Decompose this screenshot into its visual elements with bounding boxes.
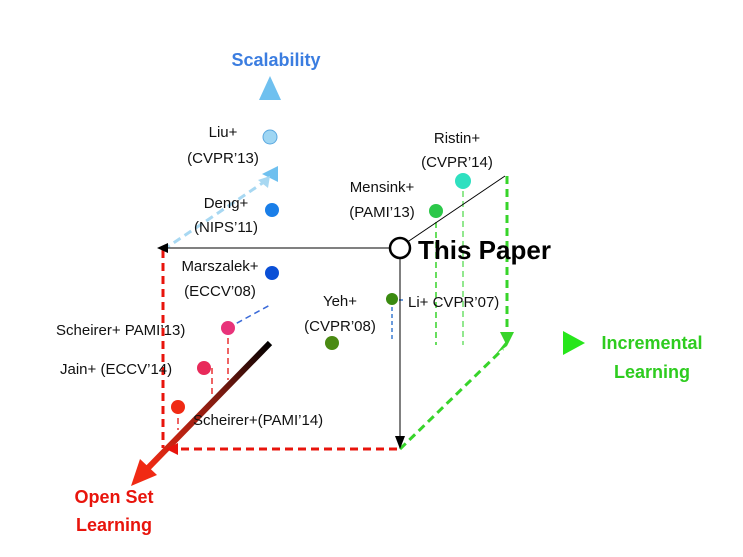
marker-deng — [265, 203, 279, 217]
marker-ristin — [455, 173, 471, 189]
box-edges — [161, 172, 509, 451]
incremental-label-line1: Incremental — [601, 333, 702, 353]
marker-jain — [197, 361, 211, 375]
ristin-label-line1: Ristin+ — [434, 130, 481, 147]
marszalek-label-line2: (ECCV’08) — [184, 283, 256, 300]
yeh-label-line1: Yeh+ — [323, 293, 357, 310]
work-labels: Liu+ (CVPR’13) Deng+ (NIPS’11) Marszalek… — [56, 124, 499, 429]
marker-this-paper — [388, 236, 412, 260]
marker-scheirer14 — [171, 400, 185, 414]
box-arrowheads — [157, 166, 514, 455]
liu-label-line2: (CVPR’13) — [187, 150, 259, 167]
scalability-label: Scalability — [231, 50, 320, 70]
scheirer13-label: Scheirer+ PAMI’13) — [56, 322, 185, 339]
yeh-label-line2: (CVPR’08) — [304, 318, 376, 335]
open-set-label-line1: Open Set — [74, 487, 153, 507]
open-set-label-line2: Learning — [76, 515, 152, 535]
incremental-arrowhead — [563, 331, 585, 355]
incremental-label-line2: Learning — [614, 362, 690, 382]
liu-label-line1: Liu+ — [209, 124, 238, 141]
marker-yeh — [325, 336, 339, 350]
open-set-arrowhead — [131, 459, 157, 486]
mensink-label-line2: (PAMI’13) — [349, 204, 415, 221]
marker-scheirer13 — [221, 321, 235, 335]
this-paper-label: This Paper — [418, 235, 551, 265]
scheirer14-label: Scheirer+(PAMI’14) — [193, 412, 323, 429]
deng-label-line1: Deng+ — [204, 195, 249, 212]
marker-mensink — [429, 204, 443, 218]
axis-labels: Scalability Incremental Learning Open Se… — [74, 50, 702, 535]
deng-label-line2: (NIPS’11) — [194, 219, 258, 236]
li-label: Li+ CVPR’07) — [408, 294, 499, 311]
marker-liu — [262, 129, 278, 145]
scalability-arrowhead — [259, 76, 281, 100]
work-markers — [171, 129, 471, 414]
mensink-label-line1: Mensink+ — [350, 179, 415, 196]
ristin-label-line2: (CVPR’14) — [421, 154, 493, 171]
jain-label: Jain+ (ECCV’14) — [60, 361, 172, 378]
marker-marszalek — [265, 266, 279, 280]
marszalek-label-line1: Marszalek+ — [181, 258, 258, 275]
marker-li — [386, 293, 398, 305]
